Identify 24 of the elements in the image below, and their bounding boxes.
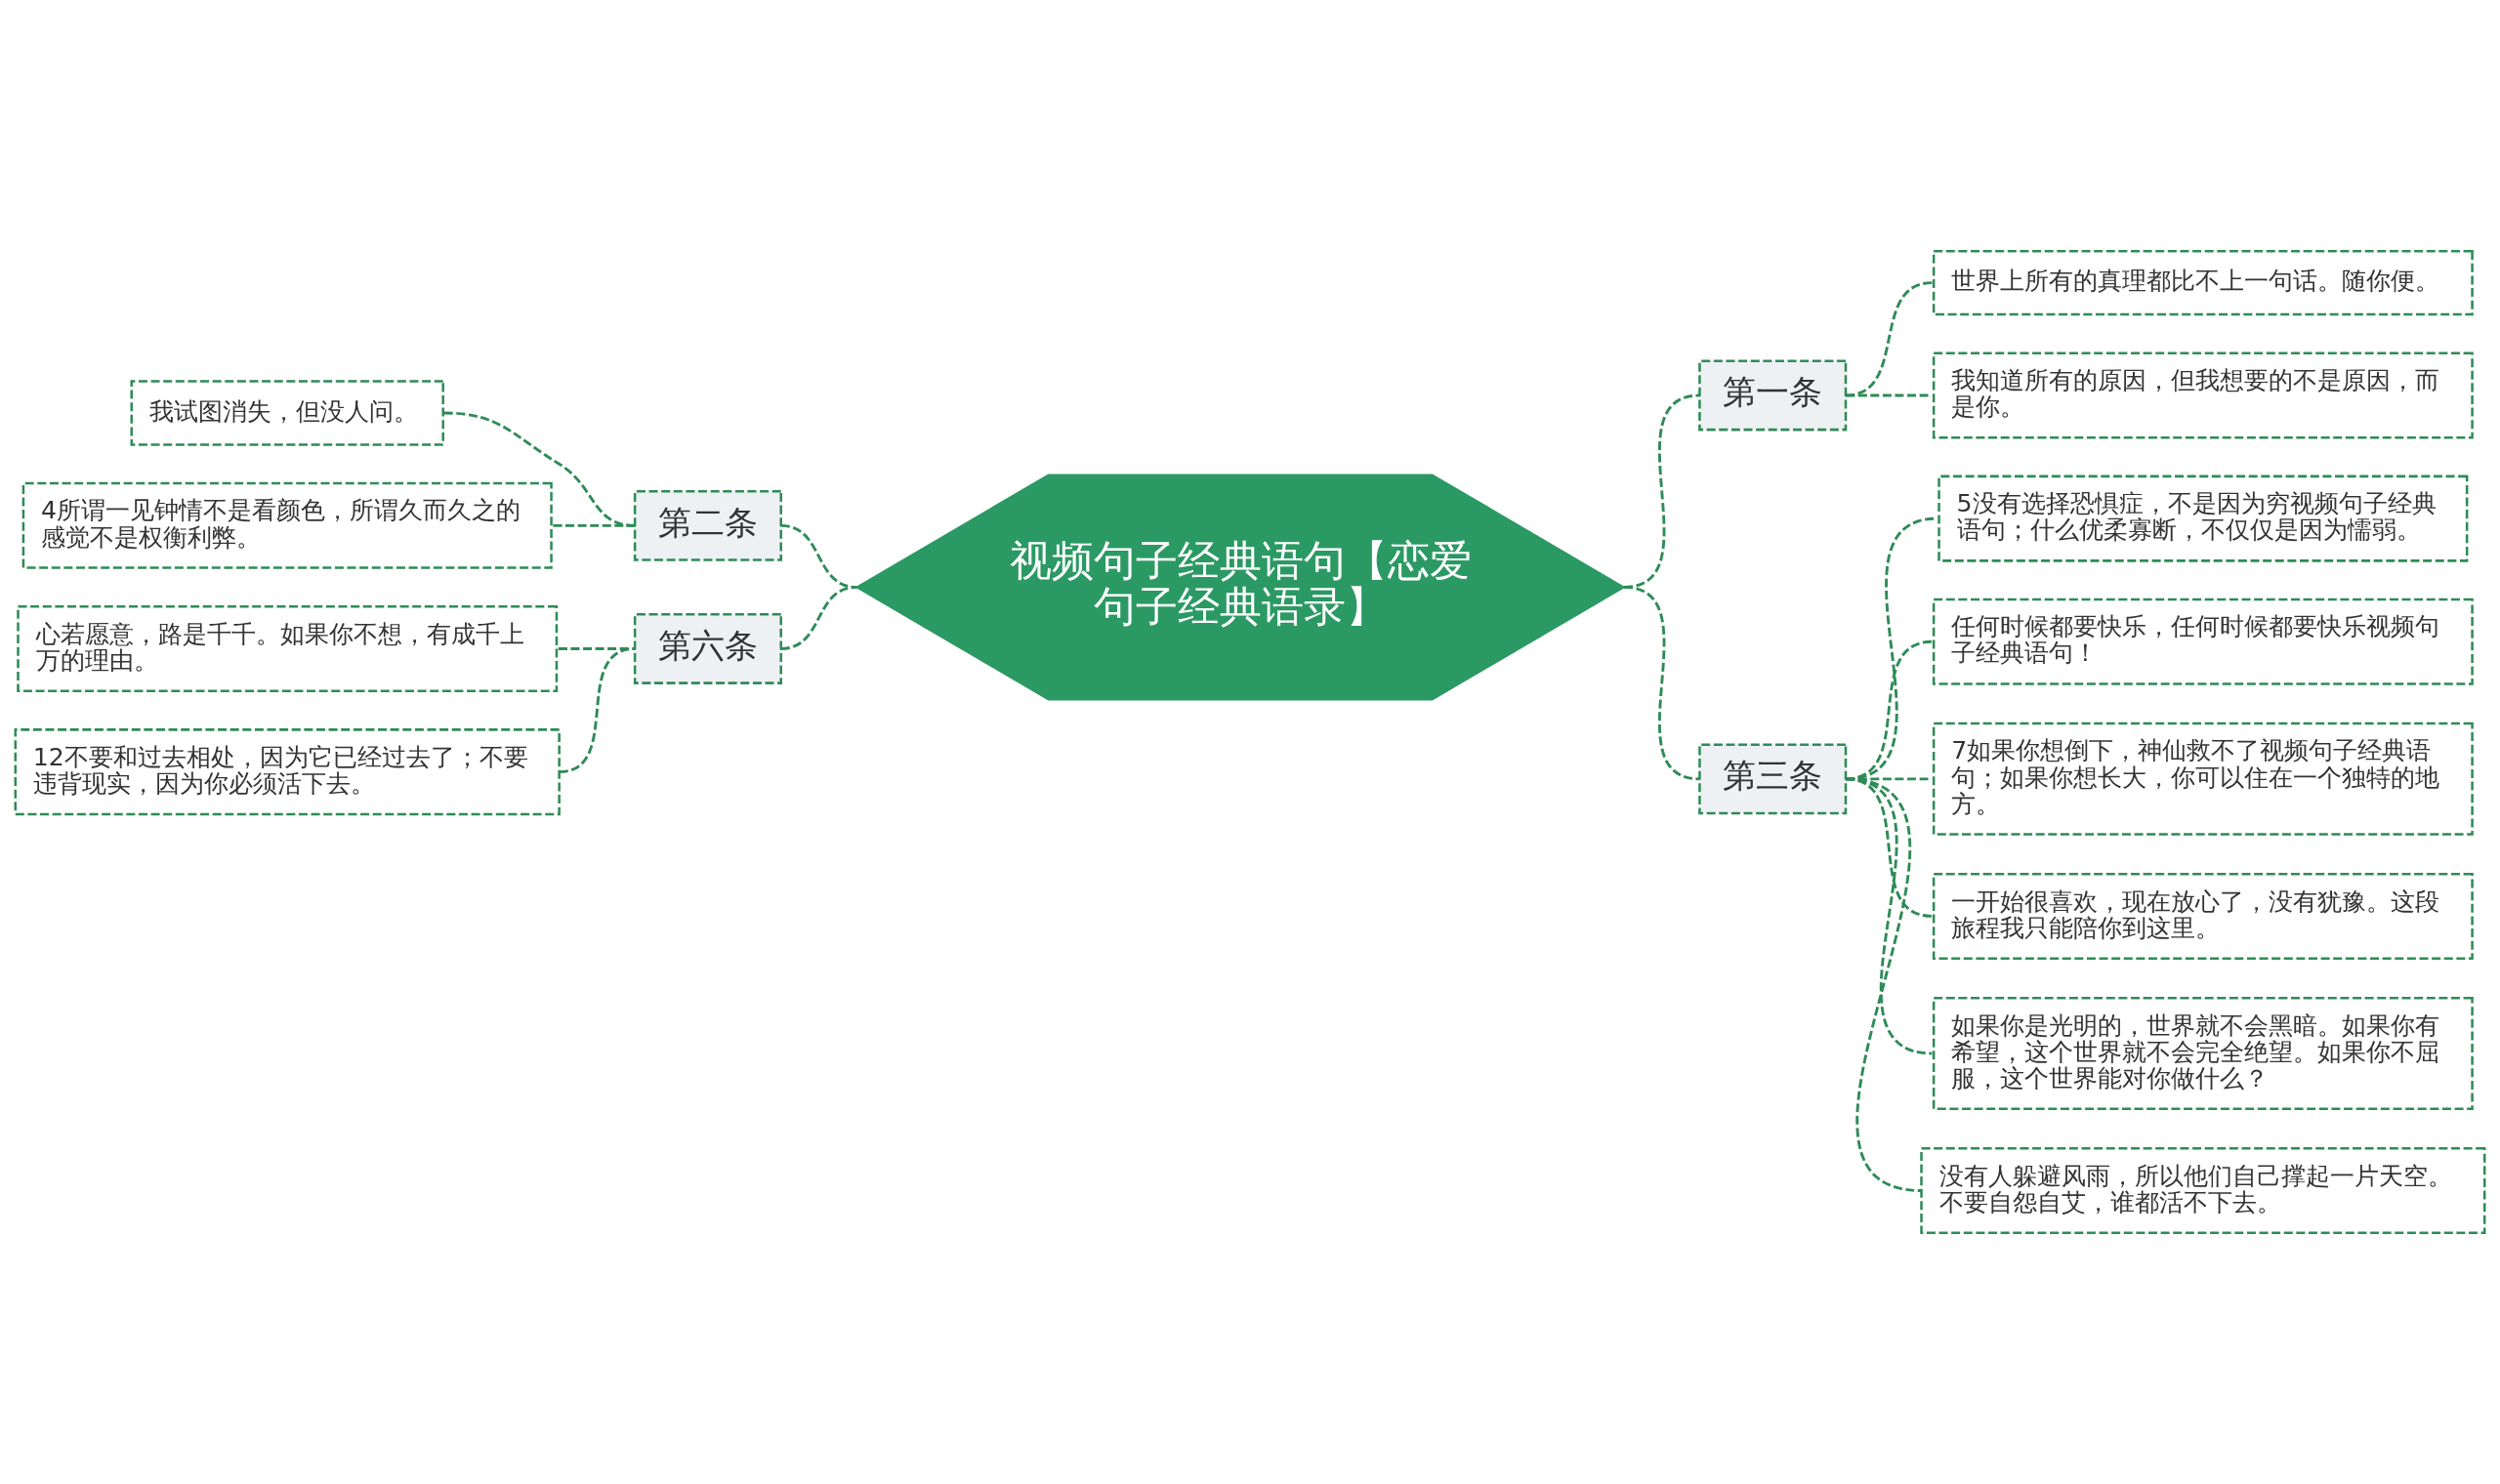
node-box: 我知道所有的原因，但我想要的不是原因，而是你。	[1932, 351, 2474, 439]
node-box: 第六条	[633, 613, 782, 684]
connector	[1623, 586, 1700, 781]
node-box: 7如果你想倒下，神仙救不了视频句子经典语句；如果你想长大，你可以住在一个独特的地方。	[1932, 721, 2474, 836]
connector	[1845, 777, 1922, 1192]
connector	[1845, 281, 1933, 397]
connector	[780, 586, 857, 650]
node-box: 第二条	[633, 489, 782, 561]
node-box: 第一条	[1698, 359, 1848, 432]
node-box: 12不要和过去相处，因为它已经过去了；不要违背现实，因为你必须活下去。	[14, 728, 561, 816]
node-box: 世界上所有的真理都比不上一句话。随你便。	[1932, 249, 2474, 316]
node-box: 心若愿意，路是千千。如果你不想，有成千上万的理由。	[17, 605, 559, 692]
connector	[558, 647, 636, 650]
node-box: 如果你是光明的，世界就不会黑暗。如果你有希望，这个世界就不会完全绝望。如果你不屈服，这个世界能对你做什么？	[1932, 996, 2474, 1110]
node-box: 我试图消失，但没人问。	[130, 380, 444, 446]
node-box: 没有人躲避风雨，所以他们自己撑起一片天空。不要自怨自艾，谁都活不下去。	[1920, 1147, 2486, 1235]
node-box: 一开始很喜欢，现在放心了，没有犹豫。这段旅程我只能陪你到这里。	[1932, 872, 2474, 960]
node-box: 任何时候都要快乐，任何时候都要快乐视频句子经典语句！	[1932, 598, 2474, 685]
node-box: 5没有选择恐惧症，不是因为穷视频句子经典语句；什么优柔寡断，不仅仅是因为懦弱。	[1938, 474, 2469, 562]
node-box: 4所谓一见钟情不是看颜色，所谓久而久之的感觉不是权衡利弊。	[21, 481, 553, 569]
connector	[443, 411, 636, 527]
connector	[553, 523, 636, 527]
node-box: 第三条	[1698, 743, 1848, 815]
connector	[559, 647, 636, 774]
